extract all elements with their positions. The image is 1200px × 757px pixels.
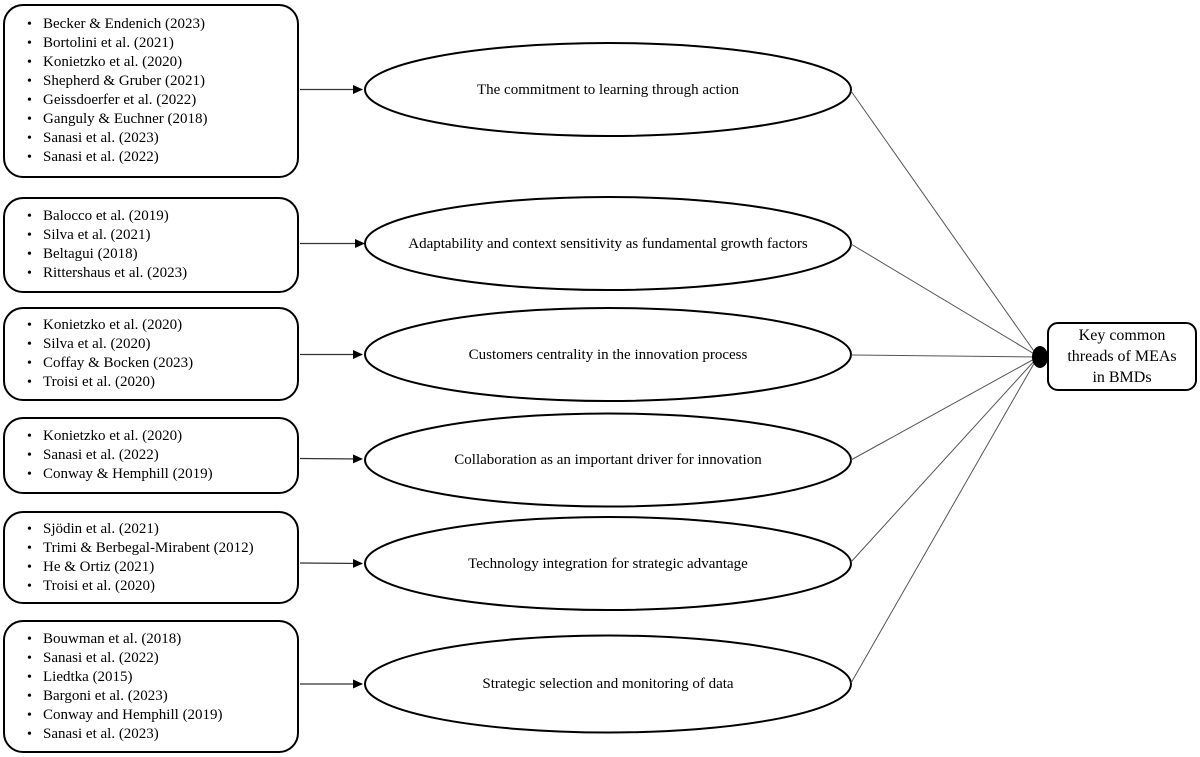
- citation-list-5: Sjödin et al. (2021) Trimi & Berbegal-Mi…: [5, 520, 297, 596]
- sink-connector-3: [850, 354, 1037, 358]
- source-box-3: Konietzko et al. (2020) Silva et al. (20…: [3, 307, 299, 401]
- theme-ellipse-5: [364, 516, 852, 611]
- citation-item: Bortolini et al. (2021): [21, 34, 291, 53]
- sink-box: Key common threads of MEAs in BMDs: [1047, 322, 1197, 391]
- source-box-6: Bouwman et al. (2018) Sanasi et al. (202…: [3, 620, 299, 753]
- theme-ellipse-4: [364, 412, 852, 508]
- source-box-4: Konietzko et al. (2020) Sanasi et al. (2…: [3, 417, 299, 494]
- theme-ellipse-1: [364, 42, 852, 137]
- citation-item: Sanasi et al. (2022): [21, 446, 291, 465]
- sink-connector-1: [850, 90, 1037, 355]
- citation-list-3: Konietzko et al. (2020) Silva et al. (20…: [5, 316, 297, 392]
- citation-item: Sanasi et al. (2023): [21, 725, 291, 744]
- citation-list-2: Balocco et al. (2019) Silva et al. (2021…: [5, 207, 297, 283]
- citation-item: Sanasi et al. (2022): [21, 649, 291, 668]
- source-box-2: Balocco et al. (2019) Silva et al. (2021…: [3, 197, 299, 293]
- citation-item: Coffay & Bocken (2023): [21, 354, 291, 373]
- citation-item: Trimi & Berbegal-Mirabent (2012): [21, 539, 291, 558]
- citation-item: Troisi et al. (2020): [21, 373, 291, 392]
- citation-item: Troisi et al. (2020): [21, 577, 291, 596]
- sink-line-3: in BMDs: [1092, 369, 1152, 386]
- source-arrow-4: [299, 454, 363, 464]
- citation-item: Bouwman et al. (2018): [21, 630, 291, 649]
- sink-connector-5: [850, 358, 1037, 563]
- citation-item: Konietzko et al. (2020): [21, 316, 291, 335]
- citation-item: Liedtka (2015): [21, 668, 291, 687]
- citation-item: Conway & Hemphill (2019): [21, 465, 291, 484]
- theme-ellipse-2: [364, 196, 852, 291]
- citation-item: Sjödin et al. (2021): [21, 520, 291, 539]
- citation-list-6: Bouwman et al. (2018) Sanasi et al. (202…: [5, 630, 297, 744]
- citation-item: Silva et al. (2021): [21, 226, 291, 245]
- sink-connector-2: [850, 243, 1037, 356]
- citation-item: He & Ortiz (2021): [21, 558, 291, 577]
- citation-item: Sanasi et al. (2023): [21, 129, 291, 148]
- theme-ellipse-6: [364, 634, 852, 734]
- source-box-1: Becker & Endenich (2023) Bortolini et al…: [3, 4, 299, 178]
- citation-item: Konietzko et al. (2020): [21, 53, 291, 72]
- citation-item: Beltagui (2018): [21, 245, 291, 264]
- sink-arrowhead-icon: [1032, 346, 1048, 368]
- citation-item: Konietzko et al. (2020): [21, 427, 291, 446]
- citation-item: Becker & Endenich (2023): [21, 15, 291, 34]
- citation-item: Sanasi et al. (2022): [21, 148, 291, 167]
- citation-item: Silva et al. (2020): [21, 335, 291, 354]
- source-box-5: Sjödin et al. (2021) Trimi & Berbegal-Mi…: [3, 511, 299, 604]
- source-arrow-5: [299, 558, 363, 568]
- citation-item: Ganguly & Euchner (2018): [21, 110, 291, 129]
- sink-connector-6: [850, 359, 1037, 684]
- theme-ellipse-3: [364, 307, 852, 402]
- citation-list-4: Konietzko et al. (2020) Sanasi et al. (2…: [5, 427, 297, 484]
- sink-line-1: Key common: [1078, 327, 1166, 344]
- sink-line-2: threads of MEAs: [1067, 348, 1177, 365]
- sink-connector-4: [850, 357, 1037, 461]
- citation-item: Balocco et al. (2019): [21, 207, 291, 226]
- citation-list-1: Becker & Endenich (2023) Bortolini et al…: [5, 15, 297, 167]
- citation-item: Shepherd & Gruber (2021): [21, 72, 291, 91]
- citation-item: Conway and Hemphill (2019): [21, 706, 291, 725]
- citation-item: Bargoni et al. (2023): [21, 687, 291, 706]
- citation-item: Rittershaus et al. (2023): [21, 264, 291, 283]
- citation-item: Geissdoerfer et al. (2022): [21, 91, 291, 110]
